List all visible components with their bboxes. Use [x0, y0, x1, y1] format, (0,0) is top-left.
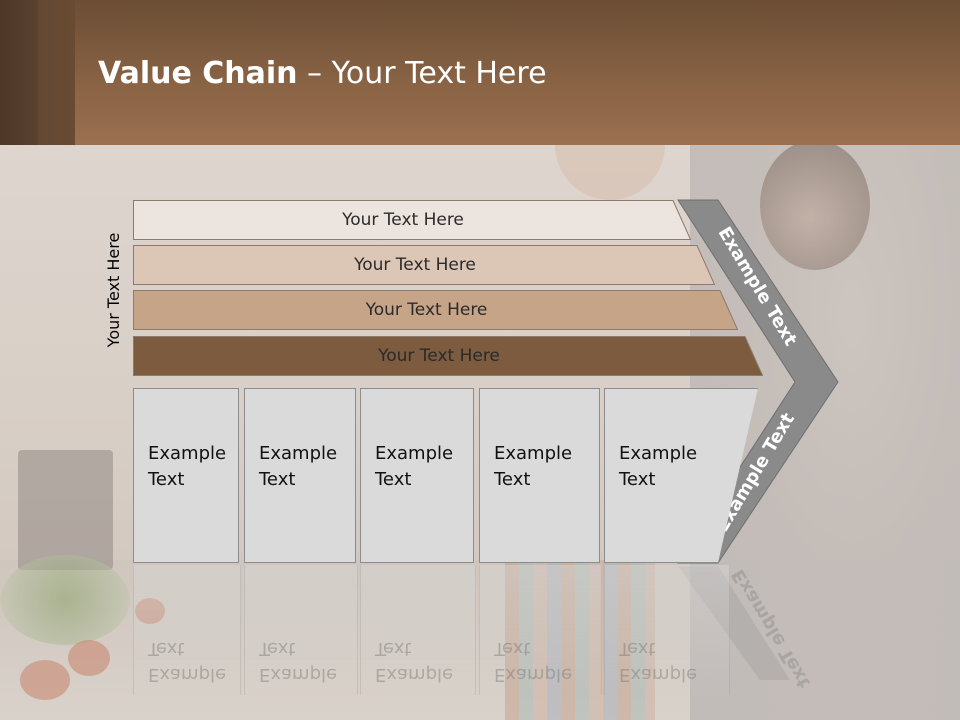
tomato — [68, 640, 110, 676]
salad-greens — [0, 555, 130, 645]
banner-accent-strip-inner — [38, 0, 75, 145]
value-chain-bar[interactable]: Your Text Here — [133, 290, 738, 330]
bar-shape — [133, 336, 763, 376]
activity-box-line1: Example — [375, 443, 454, 464]
activity-box-line1: Example — [259, 443, 338, 464]
bar-fill — [133, 336, 763, 376]
value-chain-bar[interactable]: Your Text Here — [133, 336, 763, 376]
reflection-line1: Example — [494, 664, 573, 685]
reflection-line2: Text — [259, 638, 296, 659]
activity-box-line1: Example — [619, 443, 698, 464]
activity-box-reflection: Example Text — [360, 565, 476, 695]
tomato — [20, 660, 70, 700]
activity-box-reflection: Example Text — [479, 565, 602, 695]
reflection-label: Example Text — [375, 635, 453, 687]
reflection-line2: Text — [494, 638, 531, 659]
value-chain-bar[interactable]: Your Text Here — [133, 200, 691, 240]
reflection-line2: Text — [619, 638, 656, 659]
reflection-label: Example Text — [494, 635, 572, 687]
background-head — [760, 140, 870, 270]
reflection-label: Example Text — [148, 635, 226, 687]
reflection-label: Example Text — [619, 635, 697, 687]
reflection-line1: Example — [375, 664, 454, 685]
bar-fill — [133, 290, 738, 330]
activity-box-line2: Text — [148, 469, 185, 490]
bar-shape — [133, 290, 738, 330]
reflection-line2: Text — [375, 638, 412, 659]
slide-title-rest: – Your Text Here — [297, 56, 547, 91]
activity-box-line2: Text — [494, 469, 531, 490]
bar-label: Your Text Here — [342, 210, 464, 230]
activity-box-reflection: Example Text — [244, 565, 358, 695]
chevron-shape[interactable] — [677, 199, 839, 564]
knife-block — [18, 450, 113, 570]
striped-apron — [505, 560, 655, 720]
reflection-label: Example Text — [259, 635, 337, 687]
bar-label: Your Text Here — [378, 346, 500, 366]
activity-box-line1: Example — [494, 443, 573, 464]
slide-title[interactable]: Value Chain – Your Text Here — [98, 52, 547, 96]
activity-box-line2: Text — [619, 469, 656, 490]
bar-shape — [133, 245, 715, 285]
activity-box-reflection: Example Text — [133, 565, 241, 695]
activity-box-line2: Text — [375, 469, 412, 490]
title-banner: Value Chain – Your Text Here — [0, 0, 960, 145]
bar-label: Your Text Here — [354, 255, 476, 275]
reflection-line1: Example — [619, 664, 698, 685]
chevron-reflection — [678, 566, 790, 680]
tomato — [135, 598, 165, 624]
reflection-line1: Example — [259, 664, 338, 685]
bar-fill — [133, 200, 691, 240]
reflection-line1: Example — [148, 664, 227, 685]
activity-box-reflection: Example Text — [604, 565, 730, 695]
slide-title-bold: Value Chain — [98, 56, 298, 91]
bar-shape — [133, 200, 691, 240]
reflection-line2: Text — [148, 638, 185, 659]
bar-fill — [133, 245, 715, 285]
bar-label: Your Text Here — [365, 300, 488, 320]
activity-box-line1: Example — [148, 443, 227, 464]
activity-box-line2: Text — [259, 469, 296, 490]
value-chain-bar[interactable]: Your Text Here — [133, 245, 715, 285]
